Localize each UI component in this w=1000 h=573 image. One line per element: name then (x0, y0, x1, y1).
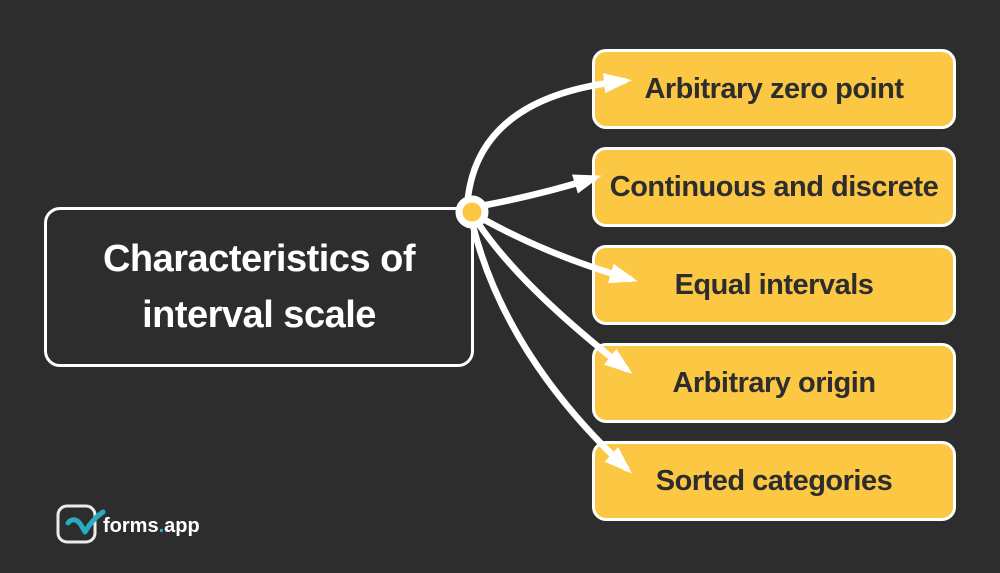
characteristic-box-arbitrary-origin: Arbitrary origin (592, 343, 956, 423)
characteristic-box-continuous-and-discrete: Continuous and discrete (592, 147, 956, 227)
characteristic-box-equal-intervals: Equal intervals (592, 245, 956, 325)
characteristic-label: Continuous and discrete (609, 170, 939, 203)
logo-wordmark: forms.app (103, 515, 200, 538)
title-box: Characteristics of interval scale (44, 207, 474, 367)
logo-tld: app (164, 515, 200, 537)
characteristic-label: Equal intervals (674, 268, 874, 301)
logo-separator: . (158, 515, 165, 537)
forms-app-logo-icon (56, 504, 106, 544)
characteristic-box-sorted-categories: Sorted categories (592, 441, 956, 521)
title-line-2: interval scale (142, 294, 376, 336)
logo-square-icon (56, 504, 97, 544)
connector-arrow-2 (482, 174, 602, 209)
logo-brand: forms (103, 515, 159, 537)
logo-checkmark-icon (65, 509, 106, 535)
characteristic-label: Arbitrary origin (672, 366, 876, 399)
title-line-1: Characteristics of (102, 238, 416, 280)
characteristic-label: Arbitrary zero point (644, 72, 904, 105)
characteristic-label: Sorted categories (655, 464, 893, 497)
characteristic-box-arbitrary-zero-point: Arbitrary zero point (592, 49, 956, 129)
